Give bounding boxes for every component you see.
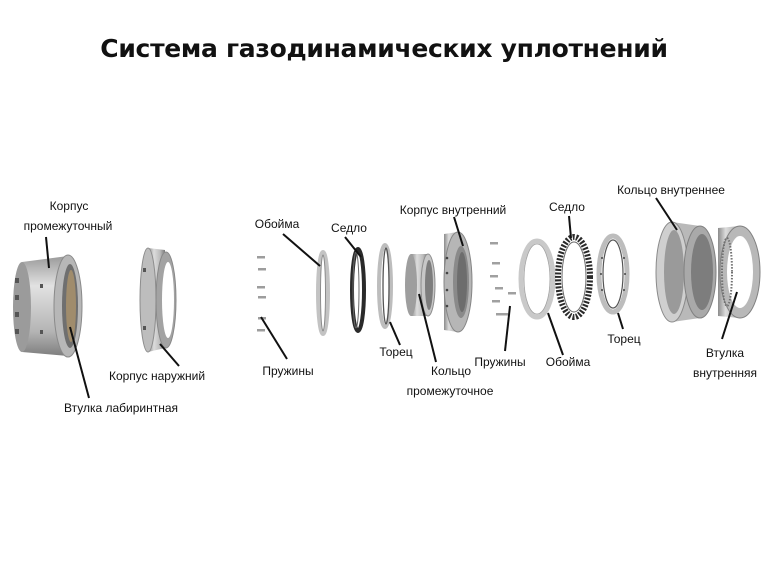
vtulka-vnutrennyaya-part (718, 225, 761, 319)
label-koltso-promezhutochnoe-1: Кольцо (430, 364, 472, 378)
label-sedlo-right: Седло (549, 200, 585, 214)
torets-right-part (596, 233, 630, 315)
label-torets-right: Торец (607, 332, 641, 346)
koltso-vnutrennee-part (655, 221, 717, 323)
label-koltso-vnutrennee: Кольцо внутреннее (617, 183, 725, 197)
label-korpus-promezhutochny-1: Корпус (49, 199, 89, 213)
torets-left-part (377, 243, 393, 329)
diagram-title: Система газодинамических уплотнений (100, 34, 668, 63)
label-korpus-vnutrenny: Корпус внутренний (399, 203, 507, 217)
koltso-promezhutochnoe-part (405, 253, 436, 317)
label-vtulka-vnutrennyaya-2: внутренняя (692, 366, 758, 380)
label-sedlo-left: Седло (331, 221, 367, 235)
label-koltso-promezhutochnoe-2: промежуточное (406, 384, 494, 398)
pruzhiny-right-part (490, 242, 516, 316)
label-oboyma-right: Обойма (545, 355, 591, 369)
sedlo-right-part (555, 234, 593, 320)
oboyma-left-part (316, 250, 330, 336)
sedlo-left-part (350, 247, 366, 333)
label-korpus-naruzhny: Корпус наружний (108, 369, 206, 383)
leader-lines (45, 197, 738, 399)
korpus-naruzhny-part (139, 247, 177, 353)
label-korpus-promezhutochny-2: промежуточный (23, 219, 113, 233)
pruzhiny-left-part (257, 256, 266, 332)
korpus-promezhutochny-part (13, 254, 83, 358)
label-torets-left: Торец (379, 345, 413, 359)
label-pruzhiny-right: Пружины (474, 355, 526, 369)
label-vtulka-labirintnaya: Втулка лабиринтная (64, 401, 179, 415)
oboyma-right-part (518, 238, 556, 320)
korpus-vnutrenny-part (443, 231, 473, 333)
label-pruzhiny-left: Пружины (262, 364, 314, 378)
label-vtulka-vnutrennyaya-1: Втулка (705, 346, 745, 360)
label-oboyma-left: Обойма (254, 217, 300, 231)
